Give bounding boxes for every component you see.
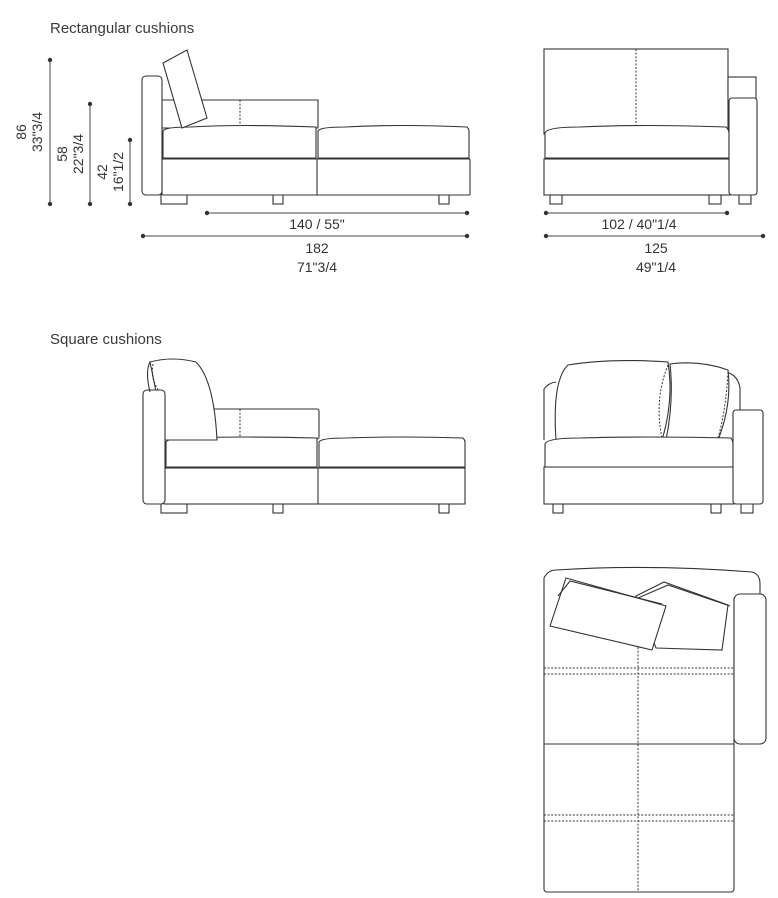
front-view-rectangular: [543, 48, 758, 205]
height-seat-cm: 42: [94, 164, 110, 180]
seat-width-dimension: 102 / 40"1/4: [543, 210, 730, 232]
height-total-in: 33"3/4: [29, 112, 45, 152]
heading-rectangular-cushions: Rectangular cushions: [50, 20, 194, 37]
total-length-cm: 182: [305, 240, 329, 256]
height-arm-cm: 58: [54, 146, 70, 162]
total-length-dimension: 182 71"3/4: [140, 233, 470, 275]
height-seat-in: 16"1/2: [110, 152, 126, 192]
height-total-cm: 86: [13, 124, 29, 140]
top-view: [543, 566, 767, 893]
height-dimension-seat: 42 16"1/2: [94, 137, 133, 207]
seat-width-label: 102 / 40"1/4: [601, 216, 676, 232]
total-length-in: 71"3/4: [297, 259, 337, 275]
front-view-square: [543, 359, 764, 514]
side-view-square: [142, 358, 466, 514]
height-dimension-arm: 58 22"3/4: [54, 101, 93, 207]
height-dimension-total: 86 33"3/4: [13, 57, 53, 207]
seat-depth-label: 140 / 55": [289, 216, 345, 232]
total-width-cm: 125: [644, 240, 668, 256]
total-width-dimension: 125 49"1/4: [543, 233, 766, 275]
seat-depth-dimension: 140 / 55": [204, 210, 470, 232]
total-width-in: 49"1/4: [636, 259, 676, 275]
side-view-rectangular: [141, 49, 471, 205]
height-arm-in: 22"3/4: [70, 134, 86, 174]
heading-square-cushions: Square cushions: [50, 331, 162, 348]
